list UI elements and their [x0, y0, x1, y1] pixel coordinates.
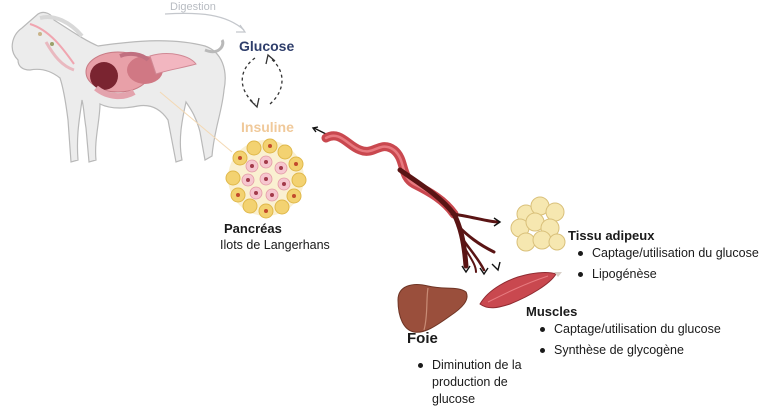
fat-cells-icon — [510, 196, 566, 252]
liver-title: Foie — [407, 330, 438, 347]
muscle-icon — [479, 272, 562, 309]
adipose-tissue-effects: Captage/utilisation du glucose Lipogénès… — [576, 245, 759, 287]
list-item: Captage/utilisation du glucose — [576, 245, 759, 262]
list-item: Lipogénèse — [576, 266, 759, 283]
list-item: Synthèse de glycogène — [538, 342, 721, 359]
pancreas-title: Pancréas — [224, 221, 282, 236]
muscles-title: Muscles — [526, 304, 578, 319]
blood-vessel-icon — [311, 126, 502, 276]
glucose-label: Glucose — [239, 38, 295, 54]
digestion-label: Digestion — [170, 1, 216, 13]
feedback-cycle-arrows — [241, 53, 283, 109]
pancreas-subtitle: Ilots de Langerhans — [220, 238, 330, 252]
horse-icon — [11, 11, 233, 163]
list-item: Captage/utilisation du glucose — [538, 321, 721, 338]
digestion-arrow — [164, 12, 245, 31]
muscles-effects: Captage/utilisation du glucose Synthèse … — [538, 321, 721, 363]
liver-effects: Diminution de la production de glucose — [416, 357, 552, 412]
adipose-tissue-title: Tissu adipeux — [568, 228, 655, 243]
liver-icon — [397, 284, 468, 333]
pancreas-islet-icon — [225, 138, 307, 219]
list-item: Diminution de la production de glucose — [416, 357, 552, 408]
insuline-label: Insuline — [241, 119, 294, 135]
